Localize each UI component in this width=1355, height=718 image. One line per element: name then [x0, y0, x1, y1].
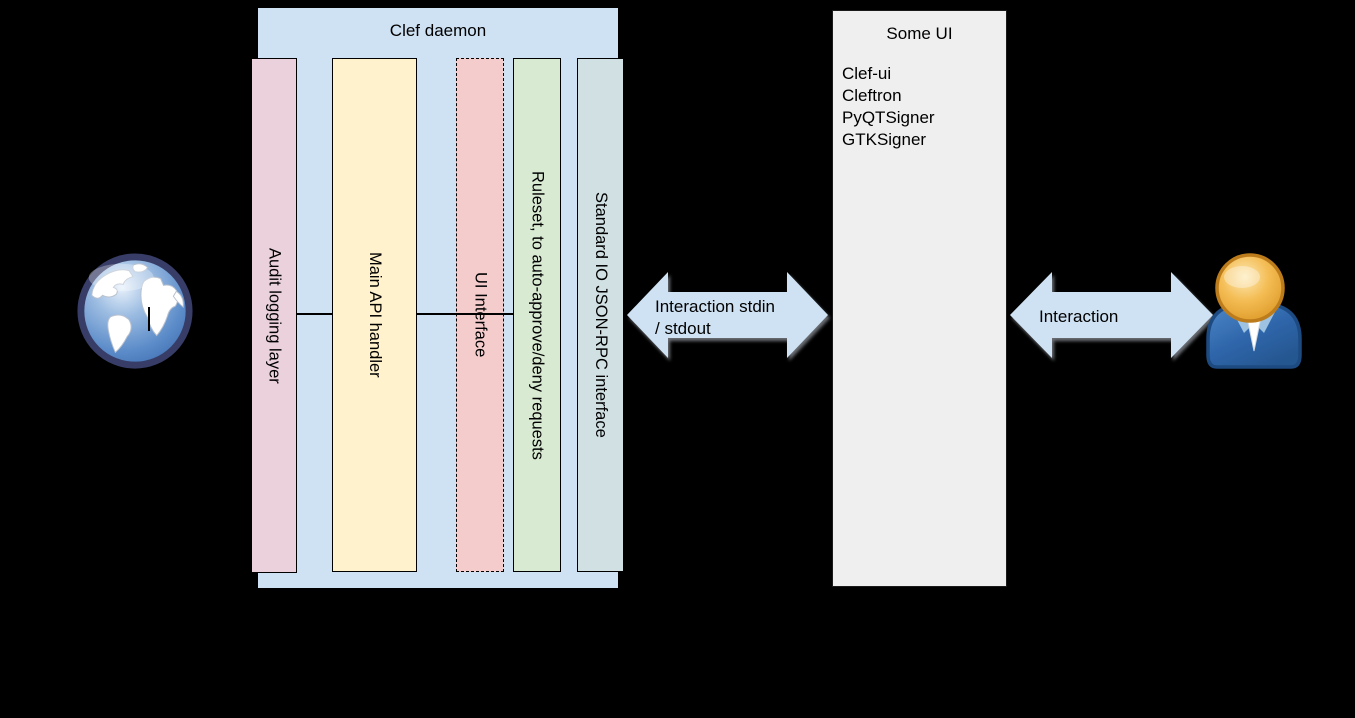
some-ui-box: Some UI Clef-ui Cleftron PyQTSigner GTKS…	[832, 10, 1007, 587]
user-arrow-label: Interaction	[1039, 306, 1118, 328]
bar-stdio-jsonrpc-label: Standard IO JSON-RPC interface	[592, 192, 610, 438]
globe-icon	[77, 253, 193, 369]
bar-main-api-handler: Main API handler	[332, 58, 417, 572]
bar-ruleset-label: Ruleset, to auto-approve/deny requests	[528, 170, 547, 460]
bar-main-api-handler-label: Main API handler	[366, 252, 384, 378]
stdio-double-arrow-icon	[627, 272, 828, 358]
list-item-gtksigner: GTKSigner	[842, 130, 927, 149]
bar-stdio-jsonrpc: Standard IO JSON-RPC interface	[577, 58, 624, 572]
bar-audit-logging: Audit logging layer	[251, 58, 297, 573]
clef-daemon-title: Clef daemon	[389, 21, 487, 40]
bar-audit-logging-label: Audit logging layer	[265, 247, 284, 384]
list-item-cleftron: Cleftron	[842, 86, 902, 105]
stdio-arrow-label-line1: Interaction stdin	[655, 297, 776, 316]
some-ui-title: Some UI	[886, 24, 953, 43]
user-double-arrow-icon	[1010, 272, 1213, 358]
list-item-clef-ui: Clef-ui	[842, 64, 892, 83]
user-icon	[1206, 253, 1302, 369]
stdio-arrow-label-line2: / stdout	[655, 319, 711, 338]
stdio-arrow-label: Interaction stdin / stdout	[655, 296, 775, 340]
ui-implementations-list: Clef-ui Cleftron PyQTSigner GTKSigner	[842, 63, 935, 151]
connector-line-audit-api	[297, 313, 332, 315]
connector-line-api-ruleset	[417, 313, 514, 315]
globe-connector-tick	[148, 307, 150, 331]
list-item-pyqtsigner: PyQTSigner	[842, 108, 935, 127]
clef-daemon-box: Clef daemon	[258, 8, 618, 588]
bar-ui-interface-label: UI Interface	[471, 272, 490, 358]
user-arrow-label-line1: Interaction	[1039, 307, 1119, 326]
bar-ruleset: Ruleset, to auto-approve/deny requests	[513, 58, 561, 572]
bar-ui-interface: UI Interface	[456, 58, 504, 572]
